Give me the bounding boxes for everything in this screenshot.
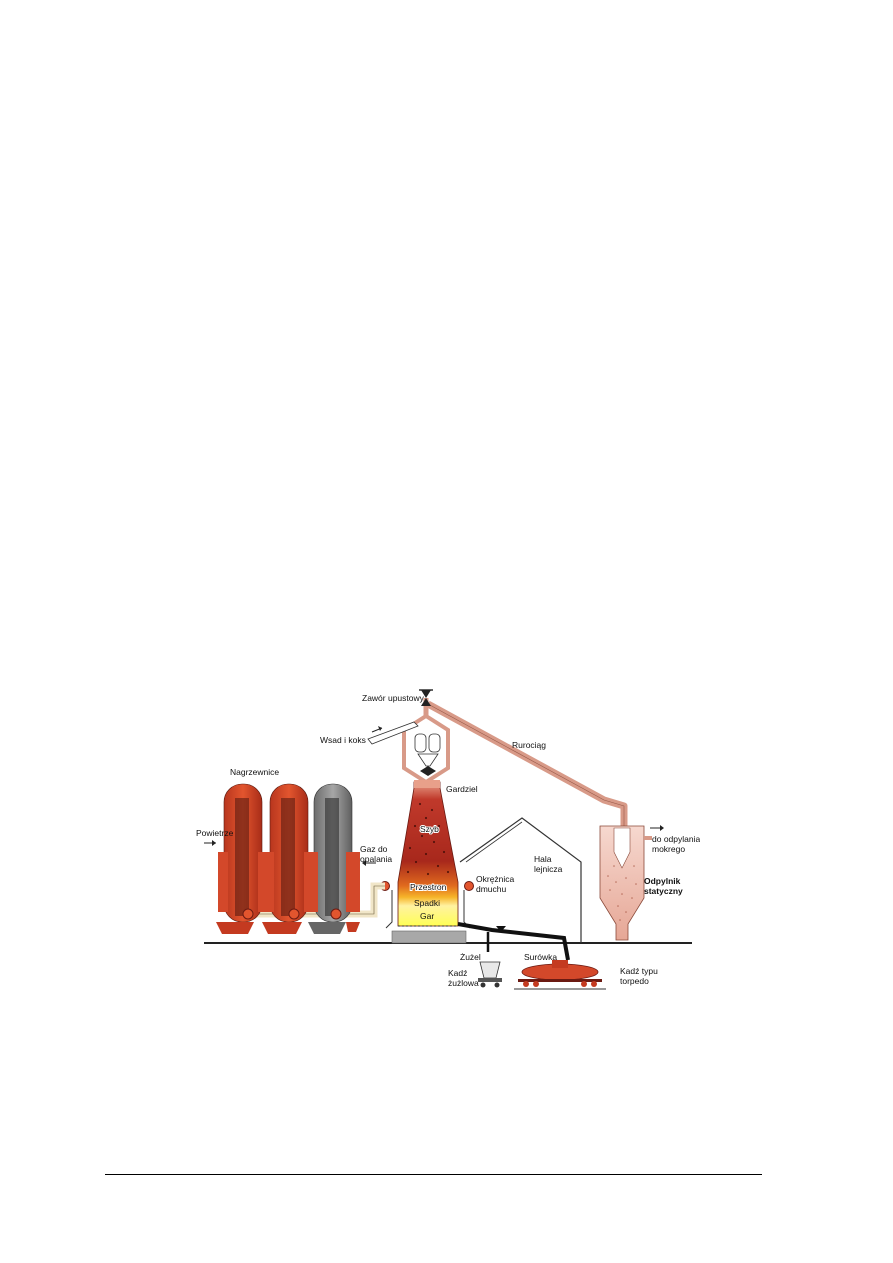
charge-bin-right	[428, 733, 441, 753]
label-surowka: Surówka	[524, 952, 557, 962]
release-valve-icon	[421, 690, 431, 706]
label-okreznica-1: Okrężnica	[476, 874, 515, 884]
label-wsad: Wsad i koks	[320, 735, 366, 745]
downcomer-pipe	[426, 700, 628, 828]
label-spadki: Spadki	[414, 898, 440, 908]
label-rurociag: Rurociąg	[512, 740, 546, 750]
tuyere-right	[464, 881, 474, 891]
slag-ladle	[478, 961, 502, 988]
blast-furnace-diagram: Zawór upustowy Wsad i koks Rurociąg Nagr…	[196, 676, 700, 1002]
label-hala-2: lejnicza	[534, 864, 563, 874]
charging-chute	[367, 721, 419, 745]
downcomer-pipe-edge	[427, 703, 625, 828]
dust-catcher	[599, 825, 645, 941]
casting-hall-roof-inner	[465, 821, 523, 863]
label-gaz-1: Gaz do	[360, 844, 388, 854]
label-zawor: Zawór upustowy	[362, 693, 425, 703]
label-kadz-torpedo-2: torpedo	[620, 976, 649, 986]
label-kadz-zuzlowa-2: żużlowa	[448, 978, 479, 988]
label-kadz-zuzlowa-1: Kadź	[448, 968, 467, 978]
label-nagrzewnice: Nagrzewnice	[230, 767, 279, 777]
casting-hall-outline	[459, 817, 582, 943]
label-odpylanie-1: do odpylania	[652, 834, 700, 844]
label-powietrze: Powietrze	[196, 828, 234, 838]
label-zuzel: Żużel	[460, 952, 481, 962]
label-hala-1: Hala	[534, 854, 552, 864]
charge-bin-left	[414, 733, 427, 753]
label-okreznica-2: dmuchu	[476, 884, 507, 894]
label-szyb: Szyb	[420, 824, 439, 834]
furnace-foundation	[391, 930, 467, 944]
dust-particles	[607, 865, 637, 921]
footer-rule	[105, 1174, 762, 1175]
runner-valve	[496, 926, 506, 932]
label-kadz-torpedo-1: Kadź typu	[620, 966, 658, 976]
charge-bell	[420, 766, 436, 776]
hot-blast-stoves	[216, 783, 360, 934]
label-gardziel: Gardziel	[446, 784, 478, 794]
label-przestron: Przestron	[410, 882, 447, 892]
label-gar: Gar	[420, 911, 434, 921]
label-odpylnik-2: statyczny	[644, 886, 683, 896]
furnace-burden	[406, 802, 450, 876]
furnace-throat	[414, 780, 440, 788]
label-gaz-2: opalania	[360, 854, 392, 864]
label-odpylanie-2: mokrego	[652, 844, 685, 854]
iron-runner	[457, 922, 570, 961]
torpedo-ladle	[514, 960, 606, 990]
charge-hopper	[417, 753, 439, 767]
label-odpylnik-1: Odpylnik	[644, 876, 681, 886]
